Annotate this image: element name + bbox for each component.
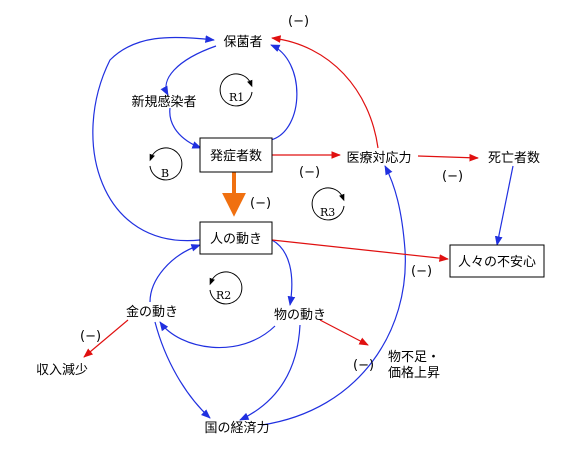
polarity-labels: (−) (−) (−) (−) (−) (−) (−) (80, 14, 463, 373)
loop-arc-r3 (311, 187, 345, 221)
link-money-to-income (83, 319, 129, 358)
node-shortage-line2[interactable]: 価格上昇 (388, 365, 440, 381)
link-economy-to-medical (261, 165, 406, 426)
node-deaths[interactable]: 死亡者数 (488, 151, 540, 166)
node-national-economy[interactable]: 国の経済力 (204, 420, 269, 436)
node-patients[interactable]: 発症者数 (199, 137, 273, 173)
loop-label-b: B (161, 167, 169, 180)
node-people-movement[interactable]: 人の動き (199, 221, 273, 255)
loop-label-r3: R3 (320, 206, 335, 219)
node-money-flow[interactable]: 金の動き (126, 304, 178, 320)
link-new-infections-to-patients (169, 107, 202, 149)
node-new-infections[interactable]: 新規感染者 (131, 94, 196, 110)
node-label-public-anxiety: 人々の不安心 (458, 255, 536, 270)
loop-label-r2: R2 (216, 289, 231, 302)
link-people-to-goods (271, 239, 296, 306)
node-box-public-anxiety (449, 244, 545, 278)
link-medical-to-carriers (271, 35, 379, 149)
polarity-medical-to-carriers: (−) (288, 14, 309, 29)
links-red (83, 35, 479, 358)
loop-marker-r3: R3 (311, 187, 345, 221)
node-medical-capacity[interactable]: 医療対応力 (346, 151, 411, 166)
link-patients-to-carriers (270, 44, 298, 141)
link-medical-to-deaths (417, 153, 479, 162)
polarity-medical-to-deaths: (−) (442, 169, 463, 184)
link-people-to-carriers (92, 35, 215, 242)
loop-label-r1: R1 (229, 91, 244, 104)
polarity-patients-to-people: (−) (250, 196, 271, 211)
link-goods-to-economy (239, 324, 301, 421)
node-carriers[interactable]: 保菌者 (223, 35, 262, 50)
loop-arc-r2 (209, 271, 243, 305)
node-shortage-line1[interactable]: 物不足・ (388, 350, 440, 365)
polarity-patients-to-medical: (−) (299, 165, 320, 180)
loop-marker-r1: R1 (219, 73, 253, 107)
link-carriers-to-new-infections (160, 45, 217, 96)
links-blue (92, 35, 514, 426)
link-goods-to-shortage (319, 319, 369, 346)
link-money-to-economy (154, 321, 211, 419)
loop-arc-r1 (219, 73, 253, 107)
node-box-people-movement (199, 221, 273, 255)
loop-arc-b (149, 147, 183, 181)
polarity-people-to-anxiety: (−) (411, 264, 432, 279)
node-income-decrease[interactable]: 収入減少 (36, 362, 88, 378)
node-box-patients (199, 137, 273, 173)
node-public-anxiety[interactable]: 人々の不安心 (449, 244, 545, 278)
polarity-money-to-income: (−) (80, 329, 101, 344)
polarity-goods-to-shortage: (−) (353, 358, 374, 373)
node-goods-flow[interactable]: 物の動き (274, 308, 326, 323)
link-money-to-people (149, 244, 201, 303)
node-label-patients: 発症者数 (210, 149, 262, 164)
loop-marker-b: B (149, 147, 183, 181)
link-goods-to-money (159, 321, 276, 349)
link-deaths-to-anxiety (494, 165, 514, 246)
link-people-to-anxiety (271, 239, 449, 262)
loop-marker-r2: R2 (209, 271, 243, 305)
node-label-people-movement: 人の動き (210, 232, 262, 247)
